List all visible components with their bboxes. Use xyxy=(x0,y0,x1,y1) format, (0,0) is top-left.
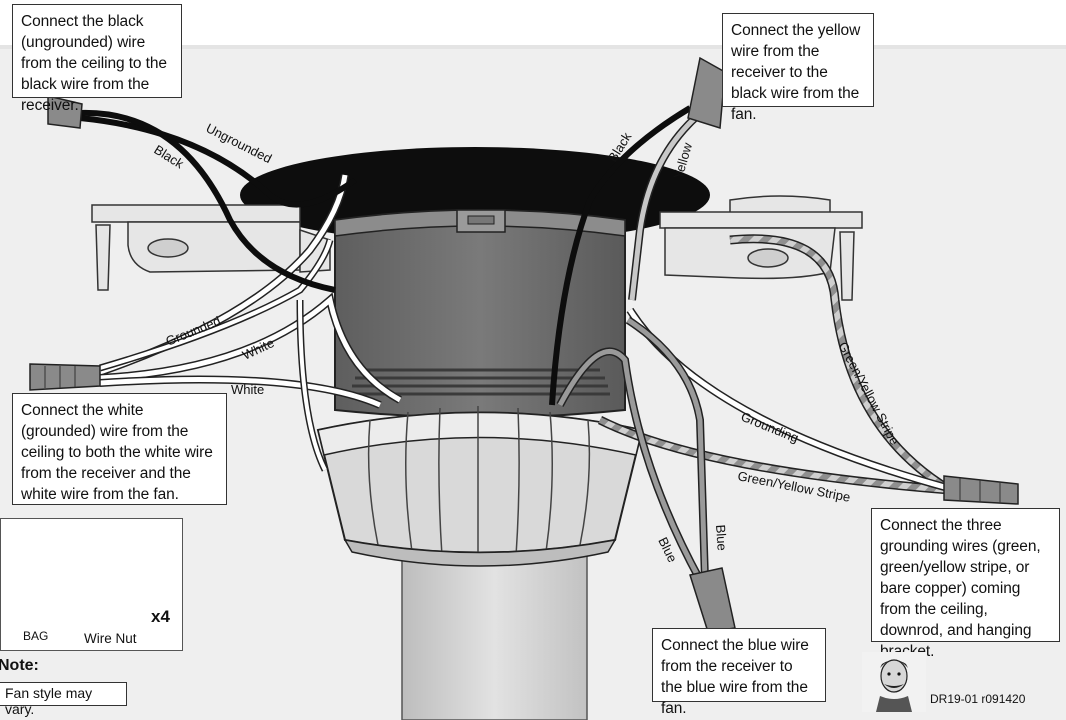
wire-nut-icon xyxy=(687,56,726,129)
wire-label-blue-2: Blue xyxy=(713,524,730,551)
black-wire-ceiling xyxy=(79,115,357,208)
callout-black-wire: Connect the black (ungrounded) wire from… xyxy=(12,4,182,114)
note-text: Fan style may vary. xyxy=(0,682,127,717)
callout-white-wire: Connect the white (grounded) wire from t… xyxy=(12,393,227,505)
note-title: Note: xyxy=(0,657,39,674)
drawing-code: DR19-01 r091420 xyxy=(930,692,1026,706)
wire-nut-icon xyxy=(29,363,101,391)
callout-blue-wire: Connect the blue wire from the receiver … xyxy=(652,628,826,717)
callout-grounding-wires: Connect the three grounding wires (green… xyxy=(871,508,1060,660)
wire-nut-label: Wire Nut xyxy=(84,631,137,646)
mounting-bracket-left xyxy=(91,204,331,291)
black-wire-fan xyxy=(549,105,692,406)
callout-yellow-wire: Connect the yellow wire from the receive… xyxy=(722,13,874,123)
downrod xyxy=(401,539,588,720)
wire-label-white-2: White xyxy=(231,382,264,397)
bag-label: BAG xyxy=(23,629,49,643)
wire-nut-icon xyxy=(943,475,1019,505)
black-wire-receiver xyxy=(79,109,336,293)
wire-nut-icon xyxy=(47,95,83,129)
parts-legend xyxy=(0,518,183,651)
portrait-icon xyxy=(862,652,926,712)
wire-nut-quantity: x4 xyxy=(151,607,170,626)
